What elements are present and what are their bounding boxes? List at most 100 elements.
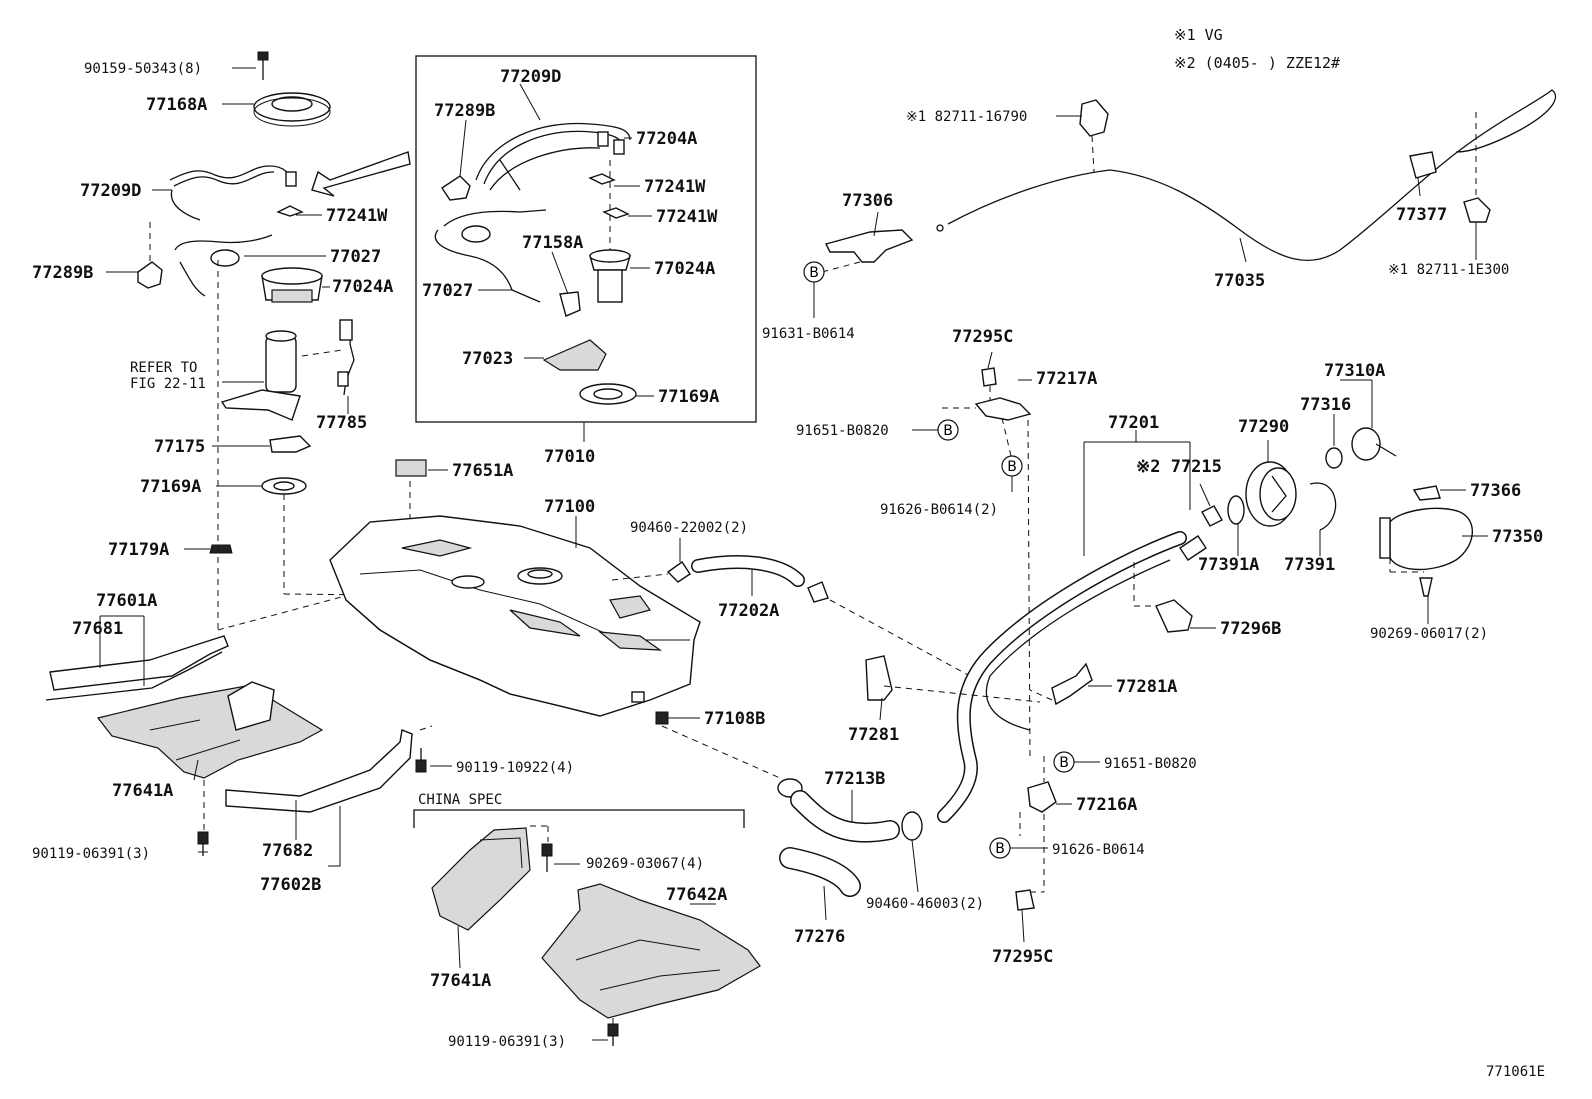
lever-77306-icon — [824, 229, 914, 263]
label-77024A-inset: 77024A — [654, 259, 715, 279]
clip-82711-1E300-icon — [1463, 197, 1491, 223]
label-77306: 77306 — [842, 191, 893, 211]
label-77010: 77010 — [544, 447, 595, 467]
fuel-lid-77350-icon — [1379, 507, 1474, 571]
pump-assembly-inset-frame — [415, 55, 757, 423]
label-77295C-top: 77295C — [952, 327, 1013, 347]
svg-text:B: B — [1059, 755, 1069, 771]
label-77202A: 77202A — [718, 601, 779, 621]
label-77651A: 77651A — [452, 461, 513, 481]
inset-pump-housing-icon — [589, 249, 631, 303]
clamp-77202A-icon — [807, 581, 829, 603]
label-77276: 77276 — [794, 927, 845, 947]
label-82711-16790: ※1 82711-16790 — [906, 109, 1027, 125]
svg-text:B: B — [809, 265, 819, 281]
label-77281: 77281 — [848, 725, 899, 745]
label-77241W-inset-2: 77241W — [656, 207, 718, 227]
label-77201: 77201 — [1108, 413, 1159, 433]
svg-text:B: B — [995, 841, 1005, 857]
label-90119-10922: 90119-10922(4) — [456, 760, 574, 776]
leader-lines — [99, 67, 1488, 1041]
refer-to-line1: REFER TO — [130, 360, 197, 376]
label-77350: 77350 — [1492, 527, 1543, 547]
note-zze12: ※2 (0405- ) ZZE12# — [1174, 54, 1340, 72]
bolt-90269-03067-icon — [541, 843, 553, 872]
cap-77310A-icon — [1351, 427, 1397, 461]
retainer-ring-77168A-icon — [253, 92, 331, 127]
clamp-90460-22002-icon — [666, 561, 691, 583]
bracket-77281-icon — [865, 655, 893, 701]
label-90119-06391-left: 90119-06391(3) — [32, 846, 150, 862]
clip-77295C-top-icon — [981, 367, 997, 387]
bolt-90119-06391-left-icon — [197, 831, 209, 856]
bolt-90119-06391-bottom-icon — [607, 1023, 619, 1046]
ring-77316-icon — [1325, 447, 1343, 469]
bracket-77289B-icon — [137, 261, 163, 289]
label-77281A: 77281A — [1116, 677, 1177, 697]
under-cover-77642A-icon — [541, 883, 761, 1019]
label-77179A: 77179A — [108, 540, 169, 560]
label-77785: 77785 — [316, 413, 367, 433]
label-77168A: 77168A — [146, 95, 207, 115]
label-77602B: 77602B — [260, 875, 321, 895]
fuel-tank-77100-icon — [329, 515, 701, 717]
label-77169A-left: 77169A — [140, 477, 201, 497]
label-90119-06391-bottom: 90119-06391(3) — [448, 1034, 566, 1050]
label-77100: 77100 — [544, 497, 595, 517]
filler-pipe-77201-icon — [937, 531, 1207, 823]
label-77641A-china: 77641A — [430, 971, 491, 991]
label-90269-06017: 90269-06017(2) — [1370, 626, 1488, 642]
label-77296B: 77296B — [1220, 619, 1281, 639]
label-77216A: 77216A — [1076, 795, 1137, 815]
label-77209D-left: 77209D — [80, 181, 141, 201]
fuel-cap-77290-icon — [1245, 461, 1297, 527]
svg-text:B: B — [943, 423, 953, 439]
label-77209D-inset: 77209D — [500, 67, 561, 87]
refer-to-line2: FIG 22-11 — [130, 376, 206, 392]
bolt-90159-icon — [257, 51, 269, 80]
clamp-90460-46003-icon — [901, 811, 923, 841]
label-77366: 77366 — [1470, 481, 1521, 501]
label-77290: 77290 — [1238, 417, 1289, 437]
pump-housing-77024A-icon — [261, 267, 323, 303]
figure-id: 771061E — [1486, 1064, 1545, 1080]
label-77241W-inset-1: 77241W — [644, 177, 706, 197]
fuel-pump-icon — [220, 330, 301, 421]
label-82711-1E300: ※1 82711-1E300 — [1388, 262, 1509, 278]
fuel-tube-77027-icon — [174, 234, 273, 297]
label-77310A: 77310A — [1324, 361, 1385, 381]
label-77601A: 77601A — [96, 591, 157, 611]
b-reference-markers: B B B B B — [803, 261, 1075, 859]
label-77158A: 77158A — [522, 233, 583, 253]
label-91651-B0820-top: 91651-B0820 — [796, 423, 889, 439]
bracket-77216A-icon — [1027, 781, 1057, 813]
label-77682: 77682 — [262, 841, 313, 861]
part-number-labels: ※1 VG ※2 (0405- ) ZZE12# REFER TO FIG 22… — [32, 26, 1545, 1080]
china-spec-bracket — [413, 809, 745, 828]
fuel-lid-cable-77035-icon — [936, 89, 1556, 262]
tank-strap-77681-icon — [49, 635, 229, 691]
label-90460-46003: 90460-46003(2) — [866, 896, 984, 912]
part-illustrations — [45, 51, 1556, 1046]
svg-text:B: B — [1007, 459, 1017, 475]
hinge-77366-icon — [1412, 485, 1441, 501]
label-91626-B0614-2: 91626-B0614(2) — [880, 502, 998, 518]
grommet-77108B-icon — [655, 711, 669, 725]
label-90460-22002: 90460-22002(2) — [630, 520, 748, 536]
screw-90269-06017-icon — [1419, 577, 1433, 597]
label-77215: ※2 77215 — [1136, 457, 1222, 477]
bolt-90119-10922-icon — [415, 748, 427, 773]
label-77027-inset: 77027 — [422, 281, 473, 301]
label-77204A: 77204A — [636, 129, 697, 149]
filter-77175-icon — [269, 435, 312, 453]
b-marker-91651-bottom: B — [1053, 751, 1075, 773]
label-77289B-inset: 77289B — [434, 101, 495, 121]
label-77642A: 77642A — [666, 885, 727, 905]
label-77024A-left: 77024A — [332, 277, 393, 297]
label-77681: 77681 — [72, 619, 123, 639]
inset-cover-77023-icon — [542, 339, 607, 371]
label-77641A-left: 77641A — [112, 781, 173, 801]
bracket-77217A-icon — [974, 397, 1032, 421]
